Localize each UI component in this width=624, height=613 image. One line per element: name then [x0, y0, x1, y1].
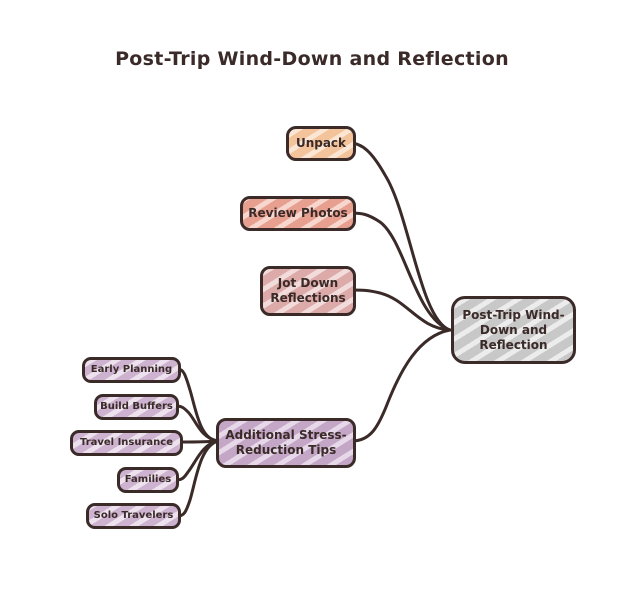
edge-tips-solo-travelers: [176, 439, 220, 518]
edge-root-jot-down: [348, 288, 452, 332]
edge-root-review-photos: [348, 211, 452, 332]
node-review-photos-label: Review Photos: [248, 206, 348, 220]
node-unpack[interactable]: Unpack: [286, 126, 356, 161]
node-solo-travelers-label: Solo Travelers: [93, 509, 174, 521]
node-root-label: Post-Trip Wind-Down and Reflection: [462, 307, 565, 352]
diagram-title: Post-Trip Wind-Down and Reflection: [115, 48, 509, 70]
node-root[interactable]: Post-Trip Wind-Down and Reflection: [451, 296, 576, 364]
node-jot-down-label: Jot Down Reflections: [270, 276, 346, 305]
node-build-buffers[interactable]: Build Buffers: [94, 394, 179, 420]
node-unpack-label: Unpack: [295, 136, 347, 150]
node-families[interactable]: Families: [117, 467, 179, 493]
node-tips-label: Additional Stress-Reduction Tips: [225, 428, 347, 457]
node-stress-reduction-tips[interactable]: Additional Stress-Reduction Tips: [216, 418, 356, 468]
node-review-photos[interactable]: Review Photos: [240, 196, 356, 231]
edge-tips-build-buffers: [174, 404, 220, 443]
node-families-label: Families: [124, 473, 172, 485]
edge-root-tips: [350, 328, 452, 443]
node-early-planning[interactable]: Early Planning: [82, 357, 181, 383]
edge-root-unpack: [348, 141, 452, 332]
node-early-planning-label: Early Planning: [90, 363, 173, 375]
node-travel-insurance[interactable]: Travel Insurance: [70, 430, 183, 456]
edge-tips-families: [174, 439, 220, 482]
node-solo-travelers[interactable]: Solo Travelers: [86, 503, 181, 529]
node-travel-insurance-label: Travel Insurance: [79, 436, 174, 448]
node-jot-down-reflections[interactable]: Jot Down Reflections: [260, 266, 356, 316]
edge-tips-early-planning: [176, 367, 220, 443]
node-build-buffers-label: Build Buffers: [100, 400, 173, 412]
